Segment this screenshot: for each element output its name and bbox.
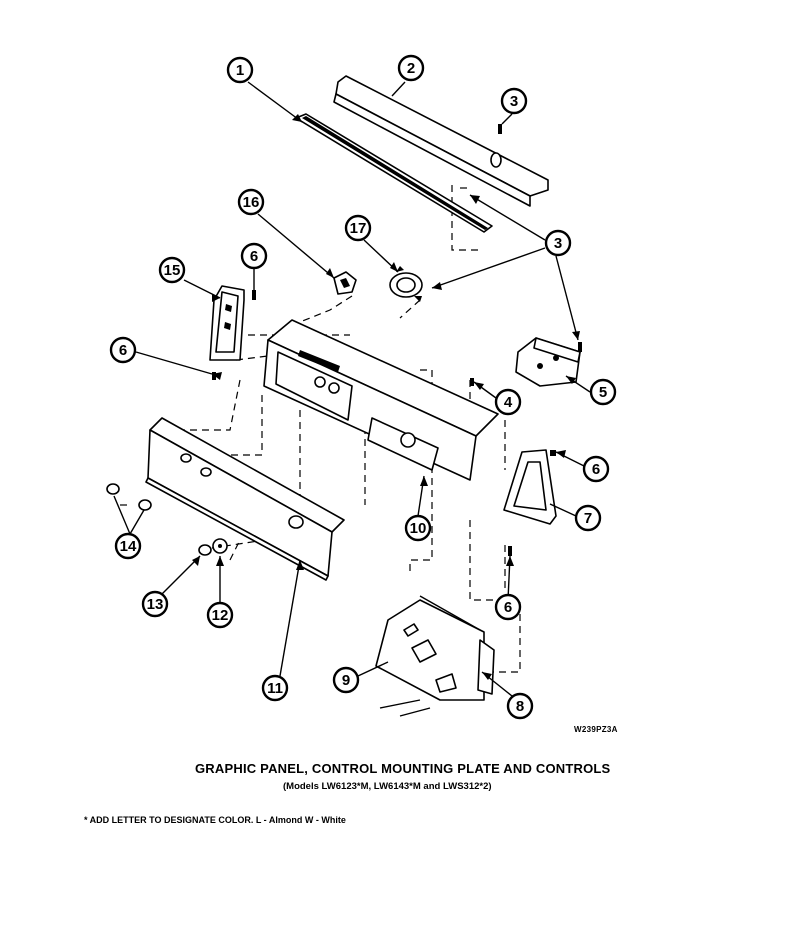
right-end-cap <box>503 449 557 525</box>
svg-text:11: 11 <box>267 680 283 697</box>
color-footnote: * ADD LETTER TO DESIGNATE COLOR. L - Alm… <box>84 815 346 825</box>
callout-9: 9 <box>332 666 360 694</box>
callout-11: 11 <box>261 674 289 702</box>
svg-text:8: 8 <box>516 698 524 715</box>
diagram-title: GRAPHIC PANEL, CONTROL MOUNTING PLATE AN… <box>195 761 611 776</box>
svg-text:6: 6 <box>250 248 258 265</box>
callout-2: 2 <box>397 54 425 82</box>
callout-3-top: 3 <box>500 87 528 115</box>
svg-text:14: 14 <box>120 538 137 555</box>
knobs <box>106 483 228 556</box>
control-mounting-plate <box>263 319 499 481</box>
svg-text:12: 12 <box>212 607 229 624</box>
callout-16: 16 <box>237 188 265 216</box>
callout-7: 7 <box>574 504 602 532</box>
svg-text:7: 7 <box>584 510 592 527</box>
svg-text:1: 1 <box>236 62 244 79</box>
callout-14: 14 <box>114 532 142 560</box>
callout-8: 8 <box>506 692 534 720</box>
callout-15: 15 <box>158 256 186 284</box>
svg-text:3: 3 <box>510 93 518 110</box>
drawing-code: W239PZ3A <box>574 725 618 734</box>
svg-text:16: 16 <box>243 194 260 211</box>
small-switch <box>333 271 357 295</box>
svg-text:13: 13 <box>147 596 164 613</box>
base-bracket <box>375 595 495 717</box>
timer <box>515 337 581 387</box>
graphic-panel <box>145 417 345 581</box>
left-end-cap <box>209 285 245 361</box>
callout-1: 1 <box>226 56 254 84</box>
callout-6-upper-left: 6 <box>240 242 268 270</box>
selector-switch <box>389 266 423 302</box>
callout-4: 4 <box>494 388 522 416</box>
svg-text:4: 4 <box>504 394 513 411</box>
svg-text:15: 15 <box>164 262 181 279</box>
svg-text:5: 5 <box>599 384 607 401</box>
svg-text:6: 6 <box>592 461 600 478</box>
svg-text:2: 2 <box>407 60 415 77</box>
svg-text:6: 6 <box>119 342 127 359</box>
leader-lines <box>113 81 591 697</box>
fasteners <box>212 124 582 556</box>
svg-text:3: 3 <box>554 235 562 252</box>
callout-17: 17 <box>344 214 372 242</box>
svg-text:10: 10 <box>410 520 427 537</box>
callout-10: 10 <box>404 514 432 542</box>
callout-6-left: 6 <box>109 336 137 364</box>
svg-text:17: 17 <box>350 220 367 237</box>
callout-5: 5 <box>589 378 617 406</box>
svg-text:9: 9 <box>342 672 350 689</box>
callout-6-lower: 6 <box>494 593 522 621</box>
callout-3-right: 3 <box>544 229 572 257</box>
top-trim-cap <box>333 75 549 207</box>
callout-6-right: 6 <box>582 455 610 483</box>
callout-12: 12 <box>206 601 234 629</box>
models-note: (Models LW6123*M, LW6143*M and LWS312*2) <box>283 781 492 792</box>
gasket-strip <box>295 113 493 233</box>
svg-text:6: 6 <box>504 599 512 616</box>
callout-13: 13 <box>141 590 169 618</box>
